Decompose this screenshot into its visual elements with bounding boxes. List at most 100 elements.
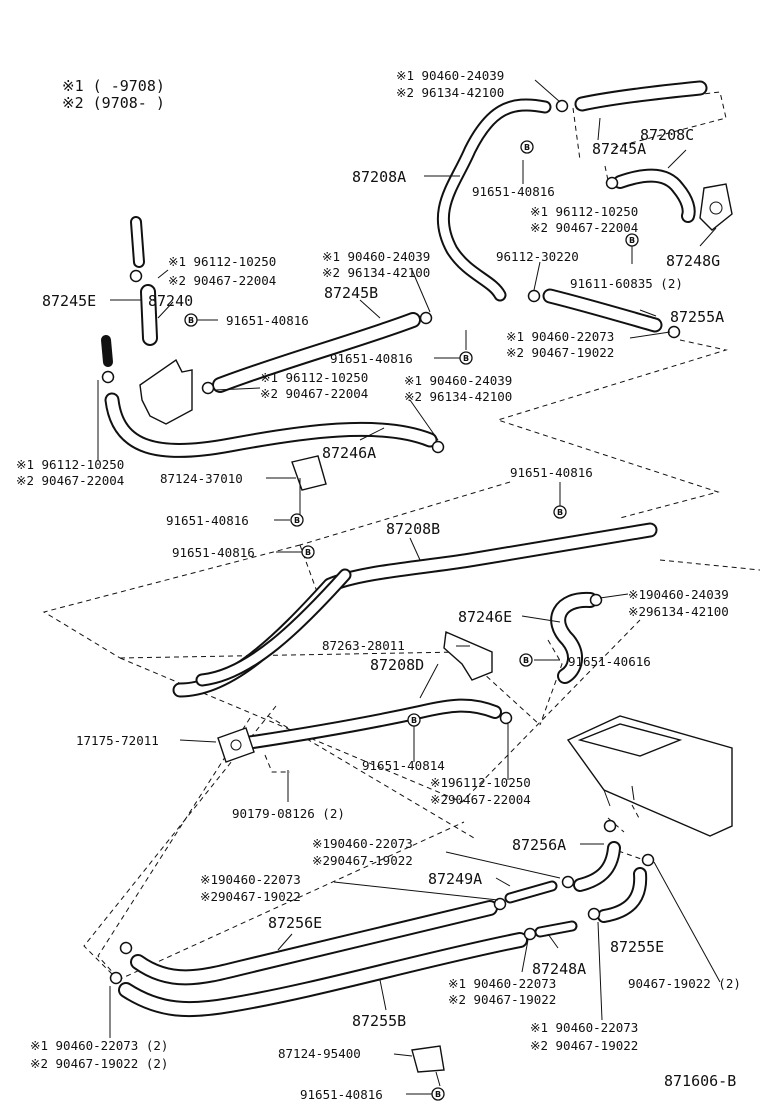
pipe-87208d [233, 698, 502, 751]
callout-87249a: 87249A [428, 870, 482, 888]
part-number: ※1 96112-10250 [16, 457, 124, 472]
part-number: 91651-40816 [172, 545, 255, 560]
svg-text:B: B [524, 143, 530, 152]
part-number: 87124-37010 [160, 471, 243, 486]
svg-text:B: B [523, 656, 529, 665]
part-number: 96112-30220 [496, 249, 579, 264]
part-number: ※296134-42100 [628, 604, 729, 619]
svg-text:B: B [435, 1090, 441, 1099]
heater-unit [566, 715, 733, 837]
part-number: 87124-95400 [278, 1046, 361, 1061]
callout-87208a: 87208A [352, 168, 406, 186]
part-number: 87263-28011 [322, 638, 405, 653]
part-number: ※2 90467-19022 (2) [30, 1056, 168, 1071]
part-number: 91651-40816 [330, 351, 413, 366]
hose-87255b [118, 932, 528, 1018]
gasket-hole [230, 739, 242, 751]
bracket-87240 [139, 358, 193, 425]
callout-87245b: 87245B [324, 284, 378, 302]
dashed-reference-lines [42, 91, 760, 981]
part-number: 91651-40816 [300, 1087, 383, 1102]
hose-87245a [574, 80, 708, 112]
part-number: ※290467-19022 [312, 853, 413, 868]
hose-87255e [597, 867, 648, 923]
bolt-b-icon: B [459, 351, 473, 365]
part-number: 90179-08126 (2) [232, 806, 345, 821]
part-number: ※1 90460-22073 (2) [30, 1038, 168, 1053]
svg-text:B: B [557, 508, 563, 517]
diagram-id: 871606-B [664, 1072, 736, 1090]
bolt-b-icon: B [431, 1087, 445, 1101]
part-number: ※2 90467-19022 [448, 992, 556, 1007]
part-number: 91651-40616 [568, 654, 651, 669]
legend-note-1: ※1 ( -9708) [62, 77, 165, 95]
hose-87249a [504, 880, 558, 904]
hose-87208c [613, 168, 696, 223]
svg-text:B: B [188, 316, 194, 325]
part-number: ※190460-22073 [200, 872, 301, 887]
part-number: ※2 90467-22004 [168, 273, 276, 288]
hose-87248a [534, 920, 578, 938]
part-number: ※290467-22004 [430, 792, 531, 807]
svg-text:B: B [463, 354, 469, 363]
legend-note-2: ※2 (9708- ) [62, 94, 165, 112]
bolt-b-icon: B [520, 140, 534, 154]
part-number: 91651-40816 [472, 184, 555, 199]
part-number: ※1 90460-22073 [506, 329, 614, 344]
callout-87246e: 87246E [458, 608, 512, 626]
clip-87124-95400 [411, 1045, 445, 1073]
hose-87245e [101, 216, 158, 367]
bolt-b-icon: B [519, 653, 533, 667]
callout-87208d: 87208D [370, 656, 424, 674]
svg-text:B: B [294, 516, 300, 525]
callout-87240: 87240 [148, 292, 193, 310]
part-number: ※1 90460-24039 [322, 249, 430, 264]
part-number: 91651-40816 [510, 465, 593, 480]
part-number: 90467-19022 (2) [628, 976, 741, 991]
bolt-b-icon: B [553, 505, 567, 519]
leader-lines [97, 79, 721, 1095]
clip-87124-37010 [291, 455, 327, 491]
part-number: ※2 90467-22004 [260, 386, 368, 401]
part-number: ※2 96134-42100 [396, 85, 504, 100]
part-number: ※2 90467-19022 [506, 345, 614, 360]
part-number: ※2 96134-42100 [322, 265, 430, 280]
part-number: ※1 96112-10250 [260, 370, 368, 385]
hose-87255a [542, 288, 663, 333]
part-number: ※2 90467-22004 [530, 220, 638, 235]
callout-87208c: 87208C [640, 126, 694, 144]
hose-87256a [573, 841, 621, 892]
callout-87255e: 87255E [610, 938, 664, 956]
flange-hole [709, 201, 723, 215]
callout-87255b: 87255B [352, 1012, 406, 1030]
bolt-b-icon: B [184, 313, 198, 327]
part-number: 17175-72011 [76, 733, 159, 748]
callout-87255a: 87255A [670, 308, 724, 326]
part-number: 91651-40816 [226, 313, 309, 328]
part-number: ※1 96112-10250 [530, 204, 638, 219]
part-number: ※2 90467-22004 [16, 473, 124, 488]
bolt-b-icon: B [290, 513, 304, 527]
callout-87246a: 87246A [322, 444, 376, 462]
part-number: ※2 90467-19022 [530, 1038, 638, 1053]
callout-87248g: 87248G [666, 252, 720, 270]
bolt-b-icon: B [301, 545, 315, 559]
part-number: ※1 96112-10250 [168, 254, 276, 269]
part-number: ※190460-22073 [312, 836, 413, 851]
part-number: ※1 90460-22073 [448, 976, 556, 991]
bolt-b-icon: B [625, 233, 639, 247]
part-number: ※196112-10250 [430, 775, 531, 790]
svg-text:B: B [629, 236, 635, 245]
callout-87245a: 87245A [592, 140, 646, 158]
callout-87256a: 87256A [512, 836, 566, 854]
callout-87245e: 87245E [42, 292, 96, 310]
callout-87256e: 87256E [268, 914, 322, 932]
callout-87208b: 87208B [386, 520, 440, 538]
hose-87245b [212, 312, 421, 393]
pipe-87208b [172, 522, 658, 698]
part-number: ※190460-24039 [628, 587, 729, 602]
hose-87246e [550, 591, 598, 684]
part-number: ※1 90460-24039 [396, 68, 504, 83]
callout-87248a: 87248A [532, 960, 586, 978]
